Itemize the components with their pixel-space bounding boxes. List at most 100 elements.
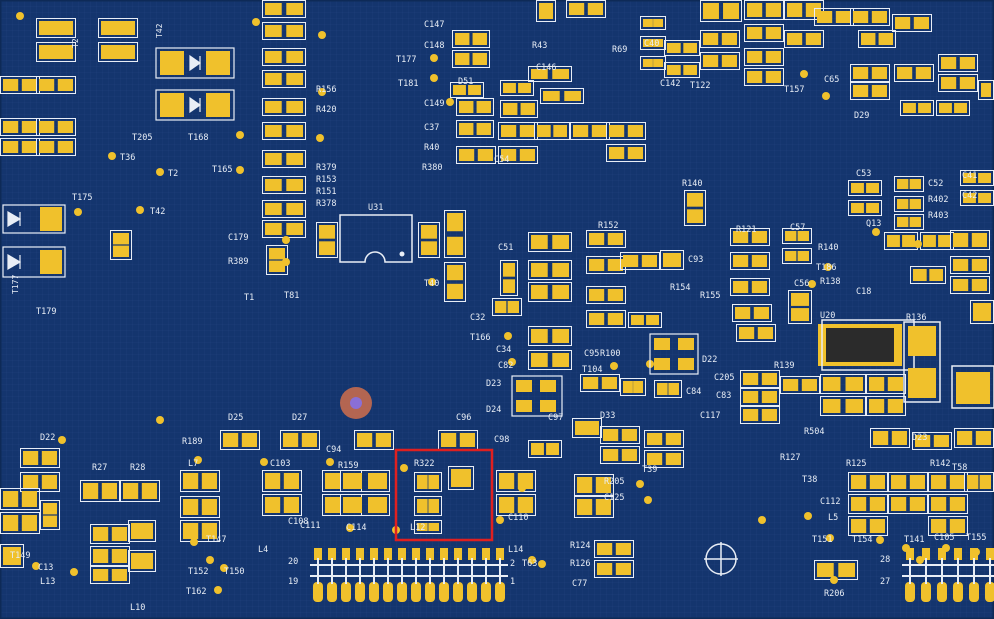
silk-label-26: R389 xyxy=(228,257,248,267)
footprint-158 xyxy=(0,544,24,568)
silk-label-47: R403 xyxy=(928,211,948,221)
test-point-2 xyxy=(430,54,438,62)
footprint-43 xyxy=(566,0,606,18)
footprint-120 xyxy=(600,426,640,444)
silk-label-66: C83 xyxy=(716,391,731,401)
test-point-21 xyxy=(800,70,808,78)
test-point-14 xyxy=(446,98,454,106)
footprint-75 xyxy=(492,298,522,316)
silk-label-16: T175 xyxy=(72,193,92,203)
silk-label-30: T165 xyxy=(212,165,232,175)
test-point-1 xyxy=(318,31,326,39)
footprint-161 xyxy=(594,540,634,558)
test-point-25 xyxy=(914,240,922,248)
silk-label-29: T40 xyxy=(424,279,439,289)
footprint-159 xyxy=(574,474,614,496)
silk-label-39: R154 xyxy=(670,283,690,293)
silk-label-129: T157 xyxy=(784,85,804,95)
silk-label-8: C37 xyxy=(424,123,439,133)
footprint-86 xyxy=(730,252,770,270)
footprint-153 xyxy=(90,524,130,544)
silk-label-18: R156 xyxy=(316,85,336,95)
footprint-106 xyxy=(970,300,994,324)
footprint-172 xyxy=(814,560,858,580)
silk-label-46: R402 xyxy=(928,195,948,205)
footprint-65 xyxy=(900,100,934,116)
footprint-167 xyxy=(888,494,928,514)
footprint-14 xyxy=(262,98,306,116)
sot-d22 xyxy=(649,333,699,375)
silk-label-113: T141 xyxy=(904,535,924,545)
highlight-box xyxy=(394,448,494,542)
silk-label-94: T152 xyxy=(188,567,208,577)
silk-label-121: 20 xyxy=(288,557,298,567)
silk-label-127: R69 xyxy=(612,45,627,55)
silk-label-107: L5 xyxy=(828,513,838,523)
footprint-50 xyxy=(700,30,740,48)
silk-label-114: R206 xyxy=(824,589,844,599)
test-point-0 xyxy=(16,12,24,20)
silk-label-55: T166 xyxy=(470,333,490,343)
silk-label-58: C95 xyxy=(584,349,599,359)
footprint-8 xyxy=(36,118,76,136)
silk-label-28: T81 xyxy=(284,291,299,301)
silk-label-98: R124 xyxy=(570,541,590,551)
silk-label-74: D27 xyxy=(292,413,307,423)
silk-label-64: D24 xyxy=(486,405,501,415)
test-point-3 xyxy=(318,88,326,96)
test-point-16 xyxy=(428,278,436,286)
silk-label-60: T104 xyxy=(582,365,602,375)
footprint-78 xyxy=(586,230,626,248)
footprint-108 xyxy=(620,378,646,396)
silk-label-57: C82 xyxy=(498,361,513,371)
silk-label-7: C149 xyxy=(424,99,444,109)
footprint-112 xyxy=(740,406,780,424)
test-point-12 xyxy=(282,236,290,244)
footprint-100 xyxy=(950,230,990,250)
silk-label-105: T38 xyxy=(802,475,817,485)
footprint-49 xyxy=(700,0,742,22)
test-point-55 xyxy=(194,456,202,464)
footprint-9 xyxy=(36,138,76,156)
silk-label-50: C42 xyxy=(962,191,977,201)
footprint-28 xyxy=(450,82,484,98)
footprint-95 xyxy=(894,176,924,192)
footprint-66 xyxy=(936,100,970,116)
footprint-13 xyxy=(262,70,306,88)
test-point-48 xyxy=(220,564,228,572)
footprint-45 xyxy=(640,36,666,50)
silk-label-2: R43 xyxy=(532,41,547,51)
silk-label-126: 27 xyxy=(880,577,890,587)
footprint-67 xyxy=(938,54,978,72)
footprint-139 xyxy=(262,494,302,516)
silk-label-38: R140 xyxy=(818,243,838,253)
silk-label-125: 28 xyxy=(880,555,890,565)
footprint-40 xyxy=(606,122,646,140)
footprint-104 xyxy=(910,266,946,284)
footprint-136 xyxy=(354,430,394,450)
footprint-62 xyxy=(850,82,890,100)
silk-label-43: R138 xyxy=(820,277,840,287)
footprint-47 xyxy=(664,40,700,56)
silk-label-54: C32 xyxy=(470,313,485,323)
silk-label-133: C142 xyxy=(660,79,680,89)
footprint-134 xyxy=(220,430,260,450)
footprint-76 xyxy=(528,326,572,346)
test-point-dots xyxy=(16,12,980,594)
diode-d3 xyxy=(2,204,66,234)
silk-label-99: R126 xyxy=(570,559,590,569)
footprint-41 xyxy=(606,144,646,162)
silk-label-85: C111 xyxy=(300,521,320,531)
footprint-35 xyxy=(498,122,538,140)
silk-label-101: T63 xyxy=(522,559,537,569)
silk-label-45: C52 xyxy=(928,179,943,189)
silk-label-33: R152 xyxy=(598,221,618,231)
footprint-116 xyxy=(820,396,866,416)
test-point-46 xyxy=(538,560,546,568)
switch-outline-right xyxy=(951,365,994,409)
footprint-150 xyxy=(0,488,40,510)
silk-label-122: 19 xyxy=(288,577,298,587)
test-point-51 xyxy=(32,562,40,570)
footprint-155 xyxy=(90,566,130,584)
diode-d1 xyxy=(155,47,235,79)
